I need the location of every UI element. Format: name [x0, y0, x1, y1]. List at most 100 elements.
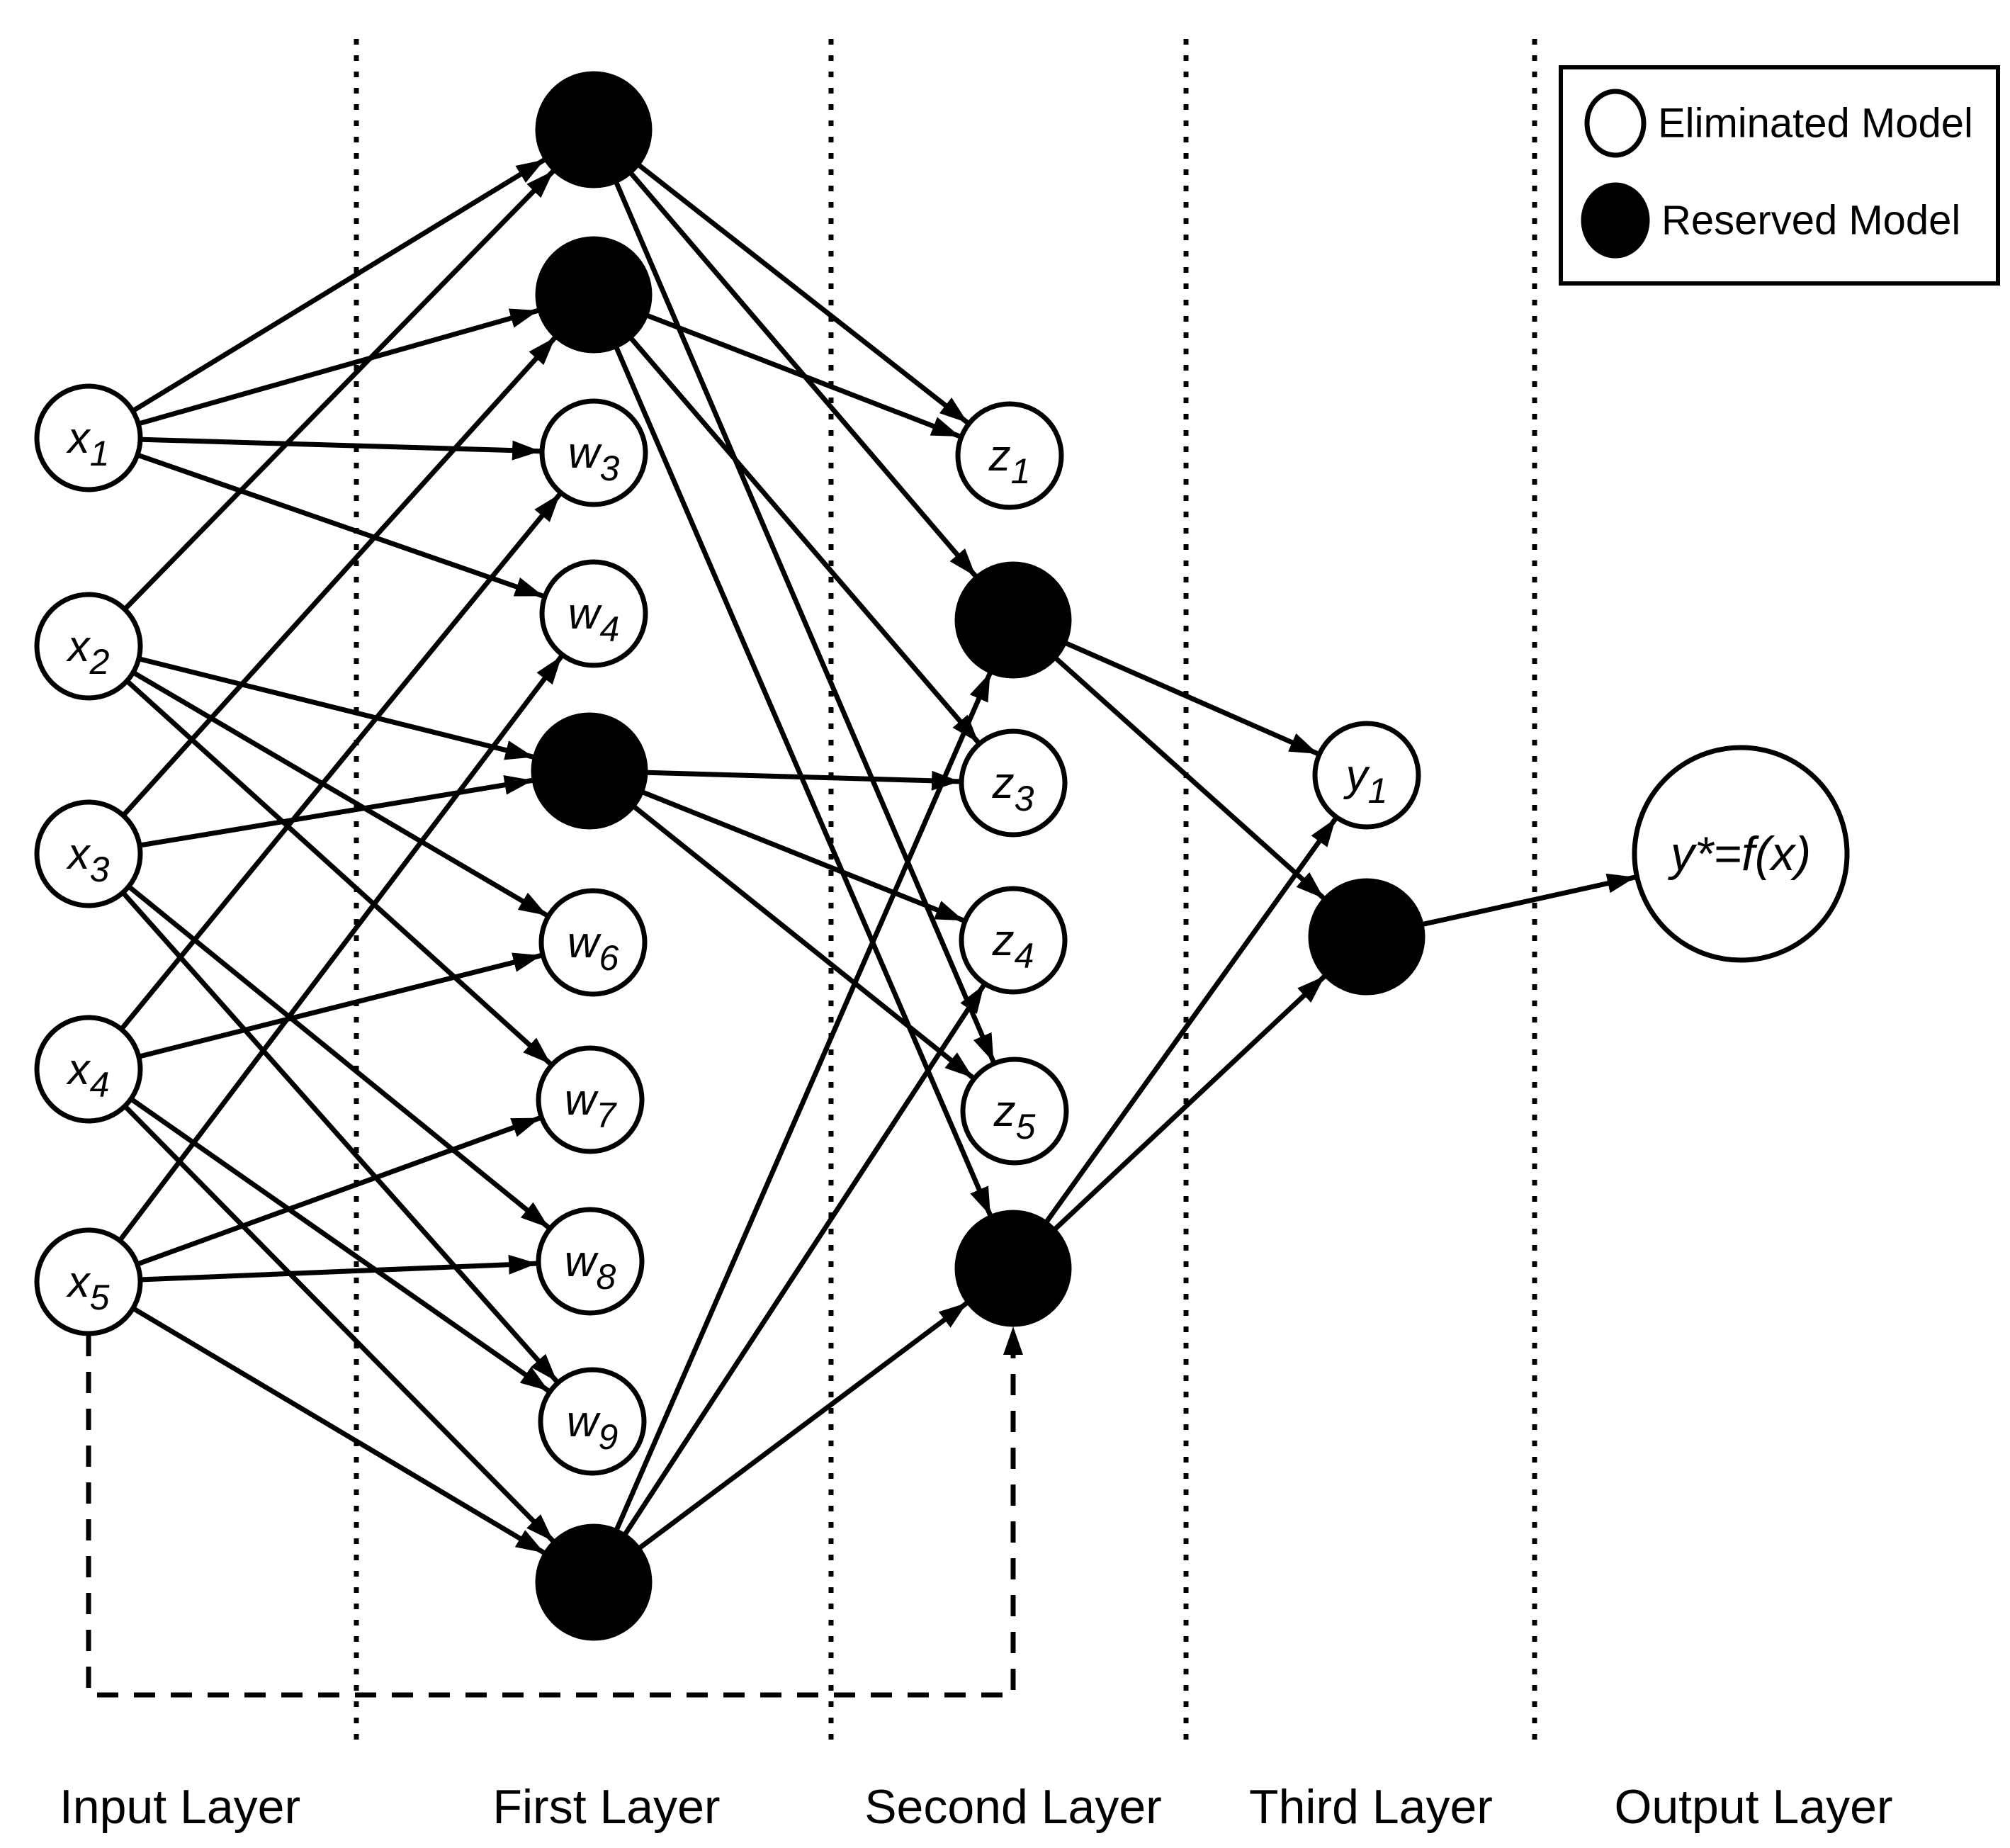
node-w9-circle	[538, 1367, 647, 1476]
node-z4: z4	[959, 886, 1068, 995]
edge-x4-f10	[124, 1105, 555, 1543]
edge-f1-z5	[614, 181, 996, 1063]
node-z4-label: z4	[992, 916, 1034, 976]
layer-label-2: First Layer	[492, 1780, 720, 1834]
legend: Eliminated Model Reserved Model	[1559, 65, 2000, 286]
node-z3-circle	[959, 728, 1068, 838]
edge-x5-f10	[132, 1307, 546, 1555]
edge-f2-z1	[646, 312, 961, 439]
node-w8-circle	[536, 1207, 645, 1316]
node-f2	[535, 236, 653, 354]
node-x2-label: x2	[66, 622, 110, 682]
edge-z2-y2	[1054, 656, 1326, 900]
node-w4: w4	[539, 559, 648, 668]
node-yout: y*=f(x)	[1632, 745, 1850, 963]
node-x4-label: x4	[66, 1045, 110, 1105]
dashed-edge-x5-z6	[86, 1326, 1023, 1698]
edge-x4-w9	[130, 1098, 550, 1393]
edge-z6-y2	[1053, 974, 1326, 1232]
node-z1-label: z1	[988, 432, 1031, 492]
node-w3: w3	[539, 398, 648, 507]
node-f10	[535, 1523, 653, 1641]
edge-f5-z4	[641, 789, 964, 923]
edge-x5-w7	[137, 1115, 541, 1266]
layer-separators	[354, 39, 1537, 1745]
edge-z2-y1	[1064, 641, 1319, 756]
node-w3-circle	[539, 398, 648, 507]
node-f1	[535, 71, 653, 188]
node-f5-circle	[531, 712, 648, 830]
node-w7: w7	[536, 1045, 645, 1154]
node-w6-label: w6	[568, 918, 619, 979]
node-x1-label: x1	[66, 414, 110, 474]
edge-x2-f1	[123, 169, 555, 610]
node-x5-label: x5	[66, 1258, 110, 1318]
node-w4-label: w4	[568, 590, 620, 650]
edge-f5-z3	[646, 770, 961, 791]
edge-x2-w7	[126, 680, 552, 1066]
edge-f1-z1	[637, 163, 969, 424]
edge-x5-w8	[141, 1254, 538, 1283]
node-z5-label: z5	[993, 1087, 1036, 1147]
edge-x2-w6	[132, 670, 548, 918]
edge-f5-z5	[633, 804, 974, 1080]
edge-x3-w8	[128, 885, 551, 1229]
node-w9-label: w9	[567, 1397, 619, 1458]
edge-x1-f1	[132, 157, 546, 412]
node-f1-circle	[535, 71, 653, 188]
node-yout-circle	[1632, 745, 1850, 963]
node-x2-circle	[34, 592, 143, 701]
node-w3-label: w3	[568, 429, 620, 489]
node-x1: x1	[34, 383, 143, 492]
node-z3: z3	[959, 728, 1068, 838]
edges	[118, 157, 1636, 1555]
node-x3-circle	[34, 799, 143, 908]
node-z6-circle	[954, 1210, 1072, 1327]
node-z1-circle	[955, 401, 1064, 510]
edge-x1-w3	[141, 436, 541, 461]
edge-x1-f2	[139, 308, 539, 426]
node-x5: x5	[34, 1227, 143, 1336]
node-w6-circle	[538, 888, 648, 997]
edge-z6-y1	[1044, 817, 1338, 1224]
edge-x5-w4	[118, 655, 563, 1241]
node-x4-circle	[34, 1015, 143, 1124]
node-y2	[1308, 878, 1425, 996]
edge-y2-yout	[1422, 873, 1636, 927]
layer-label-5: Output Layer	[1614, 1780, 1892, 1834]
node-z1: z1	[955, 401, 1064, 510]
node-z6	[954, 1210, 1072, 1327]
node-x4: x4	[34, 1015, 143, 1124]
edge-x3-f5	[140, 774, 533, 848]
layer-label-1: Input Layer	[60, 1780, 300, 1834]
edge-x3-w9	[122, 891, 559, 1383]
edge-f10-z2	[614, 672, 993, 1531]
legend-reserved-circle-icon	[1581, 182, 1650, 259]
node-y1-circle	[1312, 721, 1421, 830]
legend-eliminated-label: Eliminated Model	[1658, 101, 1973, 147]
node-f2-circle	[535, 236, 653, 354]
node-y1: y1	[1312, 721, 1421, 830]
node-x3-label: x3	[66, 830, 110, 890]
node-y1-label: y1	[1343, 751, 1388, 811]
layer-label-4: Third Layer	[1249, 1780, 1493, 1834]
node-w6: w6	[538, 888, 648, 997]
edge-x4-w3	[120, 492, 562, 1030]
edge-f10-z6	[638, 1301, 969, 1550]
node-z5-circle	[960, 1057, 1069, 1166]
node-w8-label: w8	[565, 1237, 616, 1297]
node-x2: x2	[34, 592, 143, 701]
feedback-dashed-path	[86, 1326, 1023, 1698]
node-y2-circle	[1308, 878, 1425, 996]
edge-f10-z4	[623, 984, 986, 1536]
node-w9: w9	[538, 1367, 647, 1476]
edge-x4-w6	[139, 952, 542, 1059]
legend-eliminated-circle-icon	[1584, 89, 1647, 158]
nodes: x1 x2 x3 x4 x5 w3 w4 w6 w7 w8 w9 z1 z3 z4 z5 y1 y*=f(x)	[34, 71, 1850, 1641]
node-z2-circle	[954, 561, 1072, 679]
node-x3: x3	[34, 799, 143, 908]
node-f10-circle	[535, 1523, 653, 1641]
